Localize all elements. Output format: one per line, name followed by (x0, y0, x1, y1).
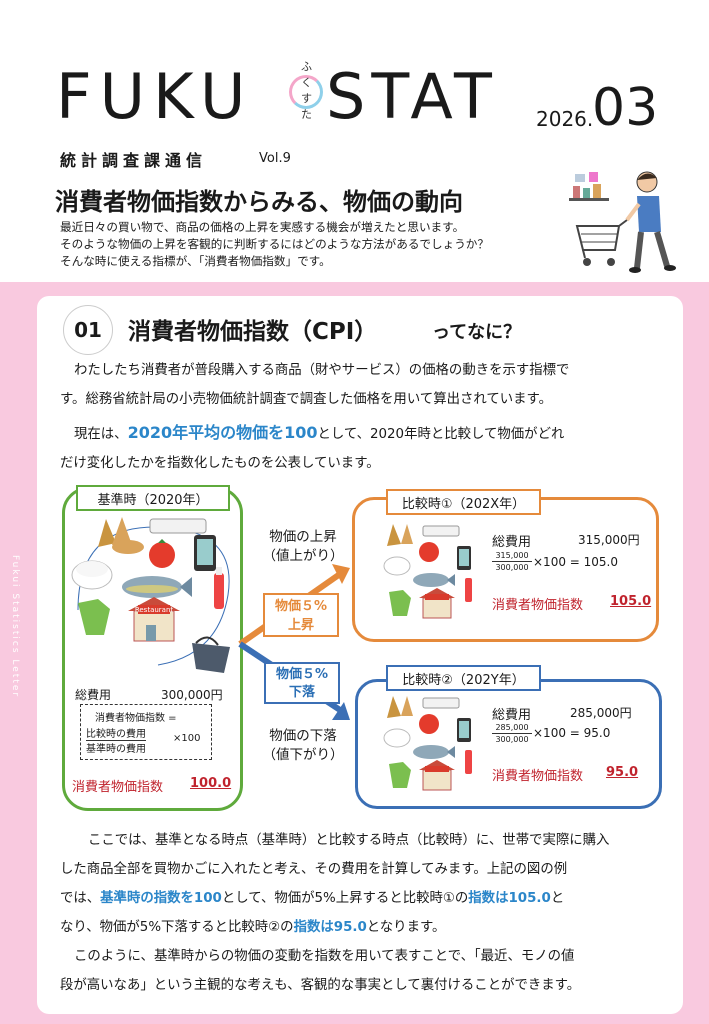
paragraph-line: なり、物価が5%下落すると比較時②の指数は95.0となります。 (60, 913, 656, 942)
cpi-formula-box: 消費者物価指数 = 比較時の費用 基準時の費用 ×100 (80, 704, 212, 760)
text-segment: 現在は、 (74, 427, 128, 442)
formula-line: 消費者物価指数 = (95, 713, 177, 724)
page-headline: 消費者物価指数からみる、物価の動向 (55, 188, 463, 216)
logo-stat: STAT (326, 60, 498, 133)
text-segment: として、2020年時と比較して物価がどれ (317, 427, 565, 442)
cmp1-index-label: 消費者物価指数 (492, 598, 584, 613)
intro-line: そんな時に使える指標が、「消費者物価指数」です。 (60, 254, 331, 268)
side-label: Fukui Statistics Letter (10, 555, 20, 699)
base-period-label: 基準時（2020年） (76, 485, 230, 511)
base-year-paragraph: 現在は、2020年平均の物価を100として、2020年時と比較して物価がどれ だ… (60, 418, 656, 478)
highlight-index-95: 指数は95.0 (293, 920, 367, 935)
logo-kana-2: く (301, 76, 312, 89)
rise-badge-line: 上昇 (287, 618, 314, 633)
fall-badge-line: 下落 (288, 685, 315, 700)
paragraph-line: では、基準時の指数を100として、物価が5%上昇すると比較時①の指数は105.0… (60, 884, 656, 913)
volume-number: Vol.9 (259, 151, 291, 166)
intro-text: 最近日々の買い物で、商品の価格の上昇を実感する機会が増えたと思います。 そのよう… (60, 219, 590, 270)
formula-numerator: 比較時の費用 (86, 725, 146, 741)
base-total-value: 300,000円 (161, 688, 223, 702)
comparison-2-items-illustration (383, 696, 472, 791)
rise-badge: 物価５% 上昇 (263, 593, 339, 637)
cmp1-formula: ×100 = 105.0 (533, 555, 618, 569)
fall-badge: 物価５% 下落 (264, 662, 340, 704)
formula-multiplier: ×100 (173, 733, 201, 744)
intro-line: 最近日々の買い物で、商品の価格の上昇を実感する機会が増えたと思います。 (60, 220, 465, 234)
logo-kana: ふ く す た (290, 58, 324, 124)
text-segment: なり、物価が5%下落すると比較時②の (60, 920, 294, 935)
cmp2-total-label: 総費用 (492, 708, 532, 723)
price-fall-line: （値下がり） (262, 747, 344, 763)
price-fall-line: 物価の下落 (269, 728, 337, 744)
price-rise-line: （値上がり） (262, 548, 344, 564)
base-index-label: 消費者物価指数 (72, 780, 164, 795)
department-name: 統計調査課通信 (60, 151, 208, 170)
logo-mark-icon (289, 75, 323, 109)
cmp2-index-label: 消費者物価指数 (492, 769, 584, 784)
paragraph-line: だけ変化したかを指数化したものを公表しています。 (60, 456, 380, 471)
cmp1-total-value: 315,000円 (578, 533, 640, 547)
rise-badge-line: 物価５% (274, 599, 328, 614)
text-segment: では、 (60, 891, 101, 906)
logo-kana-1: ふ (301, 60, 312, 73)
comparison-2-label: 比較時②（202Y年） (386, 665, 541, 691)
logo-fuku: FUKU (56, 60, 254, 133)
price-change-arrows (238, 564, 350, 720)
cmp1-index-value: 105.0 (610, 594, 652, 609)
price-rise-line: 物価の上昇 (269, 529, 337, 545)
explanation-paragraph: ここでは、基準となる時点（基準時）と比較する時点（比較時）に、世帯で実際に購入 … (60, 826, 656, 1000)
paragraph-line: ここでは、基準となる時点（基準時）と比較する時点（比較時）に、世帯で実際に購入 (88, 833, 610, 848)
logo-kana-4: た (301, 108, 312, 121)
cmp2-fraction: 285,000 300,000 (492, 722, 532, 745)
cmp1-total-label: 総費用 (492, 535, 532, 550)
newsletter-header: FUKU ふ く す た STAT 2026. 03 統計調査課通信 Vol.9… (0, 0, 709, 282)
paragraph-line: す。総務省統計局の小売物価統計調査で調査した価格を用いて算出されています。 (60, 392, 552, 407)
cmp2-fraction-numerator: 285,000 (492, 722, 532, 734)
paragraph-line: このように、基準時からの物価の変動を指数を用いて表すことで、「最近、モノの値 (74, 949, 575, 964)
section-title: 消費者物価指数（CPI） (128, 319, 378, 345)
paragraph-line: 段が高いなあ」という主観的な考えも、客観的な事実として裏付けることができます。 (60, 978, 581, 993)
base-index-value: 100.0 (190, 776, 232, 791)
logo-kana-3: す (301, 92, 312, 105)
comparison-1-label: 比較時①（202X年） (386, 489, 541, 515)
cmp2-formula: ×100 = 95.0 (533, 726, 611, 740)
comparison-1-items-illustration (383, 524, 472, 619)
base-total-label: 総費用 (75, 688, 112, 702)
issue-year: 2026. (536, 107, 594, 131)
section-number: 01 (63, 305, 113, 355)
paragraph-line: わたしたち消費者が普段購入する商品（財やサービス）の価格の動きを示す指標で (74, 363, 570, 378)
text-segment: となります。 (366, 920, 446, 935)
paragraph-line: した商品全部を買物かごに入れたと考え、その費用を計算してみます。上記の図の例 (60, 862, 568, 877)
cmp2-fraction-denominator: 300,000 (495, 735, 529, 744)
highlight-base-index: 基準時の指数を100 (100, 891, 222, 906)
cmp2-total-value: 285,000円 (570, 706, 632, 720)
highlight-index-105: 指数は105.0 (468, 891, 551, 906)
paragraph-line: 現在は、2020年平均の物価を100として、2020年時と比較して物価がどれ (60, 418, 656, 449)
cmp2-index-value: 95.0 (606, 765, 639, 780)
definition-paragraph: わたしたち消費者が普段購入する商品（財やサービス）の価格の動きを示す指標で す。… (60, 356, 656, 414)
text-segment: と (550, 891, 565, 906)
store-sign: Restaurant (135, 606, 174, 614)
cmp1-fraction-denominator: 300,000 (495, 563, 529, 572)
cmp1-fraction: 315,000 300,000 (492, 550, 532, 573)
issue-number: 03 (592, 78, 659, 138)
section-title-suffix: ってなに？ (432, 322, 522, 343)
fall-badge-line: 物価５% (275, 667, 329, 682)
price-rise-text: 物価の上昇 （値上がり） (258, 528, 348, 566)
shopper-with-cart-illustration (569, 171, 676, 273)
price-fall-text: 物価の下落 （値下がり） (258, 727, 348, 765)
intro-line: そのような物価の上昇を客観的に判断するにはどのような方法があるでしょうか？ (60, 237, 489, 251)
formula-denominator: 基準時の費用 (86, 744, 146, 755)
shopping-items-illustration: Restaurant (71, 517, 230, 673)
text-segment: として、物価が5%上昇すると比較時①の (221, 891, 469, 906)
highlight-base-year: 2020年平均の物価を100 (127, 423, 318, 442)
cmp1-fraction-numerator: 315,000 (492, 550, 532, 562)
